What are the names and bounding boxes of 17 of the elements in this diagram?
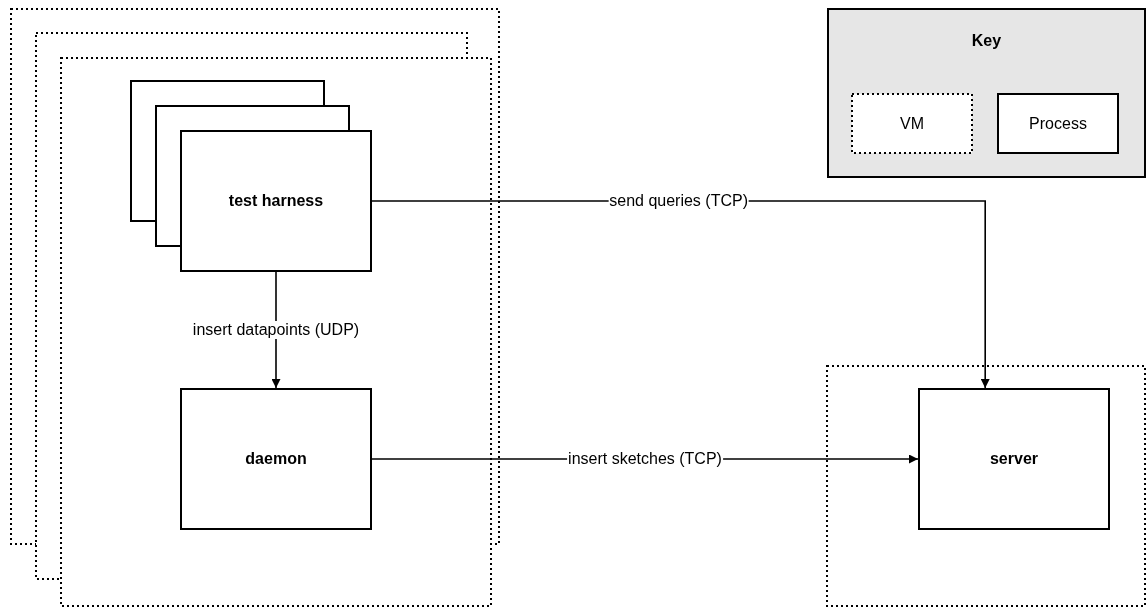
node-label: server bbox=[989, 450, 1038, 468]
process-box bbox=[918, 388, 1110, 530]
node-label: VM bbox=[900, 114, 924, 133]
node-label: daemon bbox=[245, 450, 307, 468]
arrow bbox=[271, 271, 281, 389]
edge-label: insert datapoints (UDP) bbox=[191, 321, 361, 339]
edge-label: insert sketches (TCP) bbox=[567, 450, 723, 468]
key-panel bbox=[827, 8, 1146, 178]
edge-label: send queries (TCP) bbox=[608, 192, 749, 210]
vm-box bbox=[851, 93, 973, 154]
key-title: Key bbox=[971, 32, 1002, 50]
process-stack bbox=[130, 80, 372, 272]
vm-stack bbox=[10, 8, 500, 607]
node-label: test harness bbox=[228, 192, 324, 210]
node-label: Process bbox=[1029, 114, 1087, 133]
process-box bbox=[180, 388, 372, 530]
process-box bbox=[997, 93, 1119, 154]
